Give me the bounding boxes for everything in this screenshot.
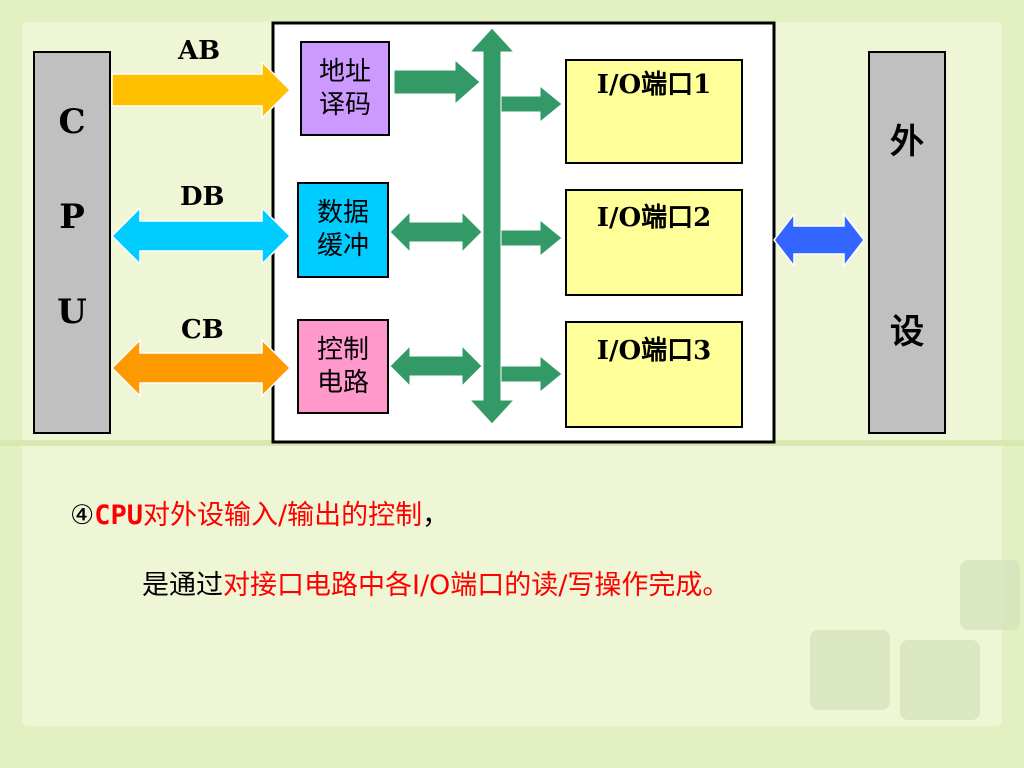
cpu-letter: U — [57, 292, 87, 332]
data-buffer-box — [297, 182, 389, 278]
io-port-3-label: I/O端口3 — [596, 336, 712, 366]
bus-label-cb: CB — [181, 315, 224, 345]
peripheral-char: 外 — [890, 122, 924, 162]
address-bus-arrow — [111, 60, 292, 120]
io-port-1-label: I/O端口1 — [596, 70, 712, 100]
bus-label-ab: AB — [178, 36, 221, 66]
module-text: 电路 — [316, 367, 369, 398]
decorative-key — [960, 560, 1020, 630]
io-port-3-box — [565, 321, 743, 428]
cpu-box — [33, 51, 111, 434]
module-text: 地址 — [318, 56, 371, 87]
internal-bus-arrow — [468, 27, 516, 425]
decorative-key — [900, 640, 980, 720]
peripheral-char: 设 — [890, 312, 924, 352]
caption-text-1: 对外设输入/输出的控制 — [143, 500, 423, 531]
address-decode-label: 地址译码 — [301, 42, 389, 135]
caption-line-2: 是通过对接口电路中各I/O端口的读/写操作完成。 — [142, 563, 729, 602]
module-text: 数据 — [316, 198, 369, 228]
decorative-key — [810, 630, 890, 710]
control-circuit-label: 控制电路 — [298, 320, 388, 413]
buffer-bus-arrow — [389, 210, 483, 254]
module-text: 控制 — [316, 334, 369, 365]
peripheral-box — [868, 51, 946, 434]
cpu-label: C P U — [34, 102, 110, 332]
io-port-2-box — [565, 189, 743, 296]
address-decode-box — [300, 41, 390, 136]
caption-line-1: ④CPU对外设输入/输出的控制， — [70, 493, 449, 532]
data-bus-arrow — [110, 206, 292, 266]
caption-cpu: CPU — [94, 500, 143, 531]
decode-to-bus-arrow — [393, 58, 481, 106]
control-bus-link-arrow — [389, 344, 483, 388]
module-text: 译码 — [318, 89, 371, 120]
bus-to-port1-arrow — [500, 84, 563, 124]
peripheral-label: 外 设 — [869, 114, 945, 353]
peripheral-link-arrow — [773, 211, 865, 269]
bus-label-db: DB — [180, 182, 225, 212]
module-text: 缓冲 — [316, 231, 369, 261]
cpu-letter: P — [59, 197, 85, 237]
caption-number: ④ — [70, 500, 95, 531]
cpu-letter: C — [58, 102, 86, 142]
caption-prefix: 是通过 — [142, 570, 223, 601]
io-port-2-label: I/O端口2 — [596, 203, 712, 233]
caption-text-2: 对接口电路中各I/O端口的读/写操作完成。 — [223, 570, 730, 601]
bus-to-port2-arrow — [500, 218, 563, 258]
io-port-1-box — [565, 59, 743, 164]
caption-comma: ， — [422, 500, 450, 531]
bus-to-port3-arrow — [500, 354, 563, 394]
control-circuit-box — [297, 319, 389, 414]
data-buffer-label: 数据缓冲 — [298, 183, 388, 277]
control-bus-arrow — [110, 338, 292, 398]
